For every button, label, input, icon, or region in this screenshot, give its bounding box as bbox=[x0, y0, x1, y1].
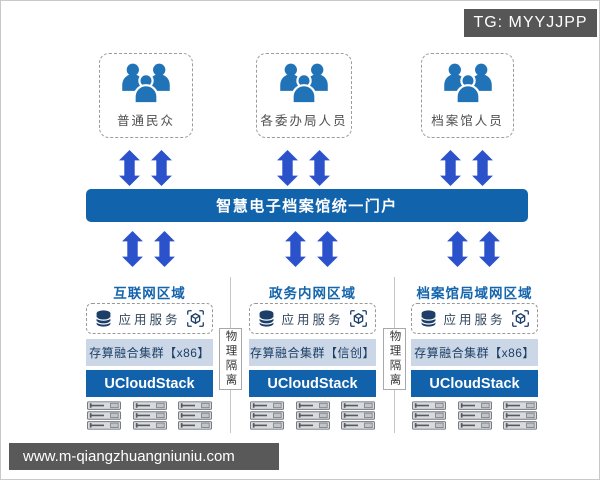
double-arrow-icon bbox=[440, 150, 461, 186]
user-group-label: 各委办局人员 bbox=[260, 114, 348, 128]
server-rack-icon bbox=[250, 401, 284, 430]
tg-watermark-badge: TG: MYYJJPP bbox=[464, 9, 597, 37]
cube-scan-icon bbox=[349, 309, 368, 328]
users-icon bbox=[117, 61, 175, 105]
server-rack-icon bbox=[341, 401, 375, 430]
double-arrow-icon bbox=[119, 150, 140, 186]
server-rack-row bbox=[249, 401, 376, 430]
double-arrow-icon bbox=[285, 231, 306, 267]
zone-title-gov-intranet: 政务内网区域 bbox=[269, 286, 356, 301]
server-rack-icon bbox=[412, 401, 446, 430]
user-group-label: 普通民众 bbox=[116, 114, 175, 128]
cube-scan-icon bbox=[186, 309, 205, 328]
user-group-public: 普通民众 bbox=[99, 53, 193, 138]
server-rack-icon bbox=[178, 401, 212, 430]
app-service-box: 应用服务 bbox=[249, 303, 376, 334]
cluster-bar: 存算融合集群【x86】 bbox=[411, 339, 538, 366]
server-rack-icon bbox=[87, 401, 121, 430]
app-service-label: 应用服务 bbox=[281, 313, 344, 327]
database-icon bbox=[257, 309, 276, 328]
cluster-bar: 存算融合集群【x86】 bbox=[86, 339, 213, 366]
portal-banner: 智慧电子档案馆统一门户 bbox=[86, 189, 528, 222]
server-rack-icon bbox=[503, 401, 537, 430]
users-icon bbox=[275, 61, 333, 105]
double-arrow-icon bbox=[277, 150, 298, 186]
zone-title-internet: 互联网区域 bbox=[113, 286, 186, 301]
cube-scan-icon bbox=[511, 309, 530, 328]
user-group-archive-staff: 档案馆人员 bbox=[421, 53, 514, 138]
server-rack-icon bbox=[133, 401, 167, 430]
database-icon bbox=[419, 309, 438, 328]
double-arrow-icon bbox=[447, 231, 468, 267]
ucloudstack-bar: UCloudStack bbox=[411, 370, 538, 397]
ucloudstack-bar: UCloudStack bbox=[249, 370, 376, 397]
double-arrow-icon bbox=[122, 231, 143, 267]
app-service-label: 应用服务 bbox=[443, 313, 506, 327]
server-rack-icon bbox=[458, 401, 492, 430]
physical-isolation-label: 物理隔离 bbox=[219, 328, 242, 390]
double-arrow-icon bbox=[479, 231, 500, 267]
ucloudstack-bar: UCloudStack bbox=[86, 370, 213, 397]
app-service-box: 应用服务 bbox=[86, 303, 213, 334]
zone-title-archive-lan: 档案馆局域网区域 bbox=[416, 286, 533, 301]
cluster-bar: 存算融合集群【信创】 bbox=[249, 339, 376, 366]
double-arrow-icon bbox=[317, 231, 338, 267]
server-rack-row bbox=[86, 401, 213, 430]
double-arrow-icon bbox=[472, 150, 493, 186]
double-arrow-icon bbox=[154, 231, 175, 267]
site-watermark: www.m-qiangzhuangniuniu.com bbox=[9, 443, 279, 470]
database-icon bbox=[94, 309, 113, 328]
double-arrow-icon bbox=[151, 150, 172, 186]
app-service-label: 应用服务 bbox=[118, 313, 181, 327]
user-group-label: 档案馆人员 bbox=[431, 114, 504, 128]
app-service-box: 应用服务 bbox=[411, 303, 538, 334]
users-icon bbox=[439, 61, 497, 105]
user-group-committee-staff: 各委办局人员 bbox=[256, 53, 352, 138]
physical-isolation-label: 物理隔离 bbox=[383, 328, 406, 390]
double-arrow-icon bbox=[309, 150, 330, 186]
server-rack-row bbox=[411, 401, 538, 430]
server-rack-icon bbox=[296, 401, 330, 430]
